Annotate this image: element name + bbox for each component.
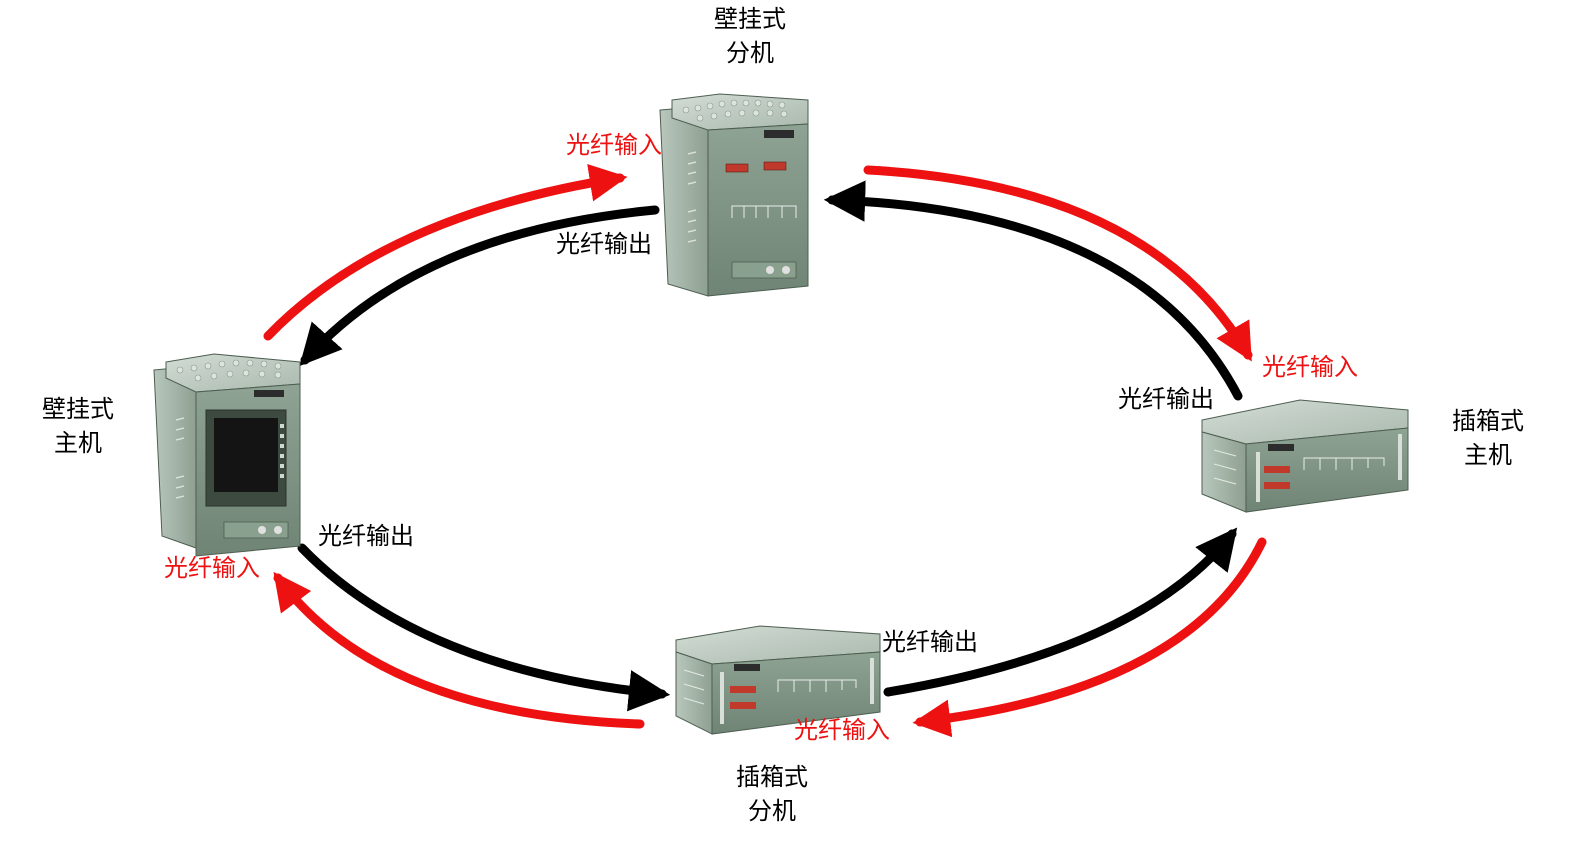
bottom-fiber-output-label: 光纤输出: [882, 628, 978, 656]
left-fiber-output-label: 光纤输出: [318, 522, 414, 550]
bottom-fiber-input-label: 光纤输入: [794, 716, 890, 744]
arrow-top-to-left-output: [299, 205, 660, 367]
right-rack-host-device: [1201, 399, 1409, 513]
arrow-left-to-bottom-output: [297, 543, 671, 712]
bottom-device-label-line2: 分机: [748, 797, 796, 825]
arrow-right-to-top-output: [823, 180, 1243, 401]
top-device-label: 壁挂式 分机: [680, 2, 820, 70]
left-device-label-line1: 壁挂式: [42, 395, 114, 423]
left-wall-host-device: [153, 353, 301, 557]
right-device-label: 插箱式 主机: [1418, 404, 1558, 472]
bottom-device-label-line1: 插箱式: [736, 763, 808, 791]
top-device-label-line2: 分机: [726, 39, 774, 67]
top-device-label-line1: 壁挂式: [714, 5, 786, 33]
bottom-device-label: 插箱式 分机: [702, 760, 842, 828]
arrow-bottom-to-right-output: [883, 527, 1238, 697]
left-fiber-input-label: 光纤输入: [164, 554, 260, 582]
top-fiber-output-label: 光纤输出: [556, 230, 652, 258]
right-fiber-input-label: 光纤输入: [1262, 353, 1358, 381]
bottom-rack-device: [675, 625, 881, 735]
arrow-bottom-to-left-input: [273, 571, 645, 729]
right-device-label-line1: 插箱式: [1452, 407, 1524, 435]
top-fiber-input-label: 光纤输入: [566, 131, 662, 159]
right-fiber-output-label: 光纤输出: [1118, 385, 1214, 413]
arrow-right-to-bottom-input: [912, 537, 1267, 738]
right-device-label-line2: 主机: [1464, 441, 1512, 469]
top-wall-device: [659, 93, 809, 297]
left-device-label: 壁挂式 主机: [8, 392, 148, 460]
arrow-top-to-right-input: [863, 165, 1253, 362]
arrow-left-to-top-input: [263, 164, 628, 341]
left-device-label-line2: 主机: [54, 429, 102, 457]
